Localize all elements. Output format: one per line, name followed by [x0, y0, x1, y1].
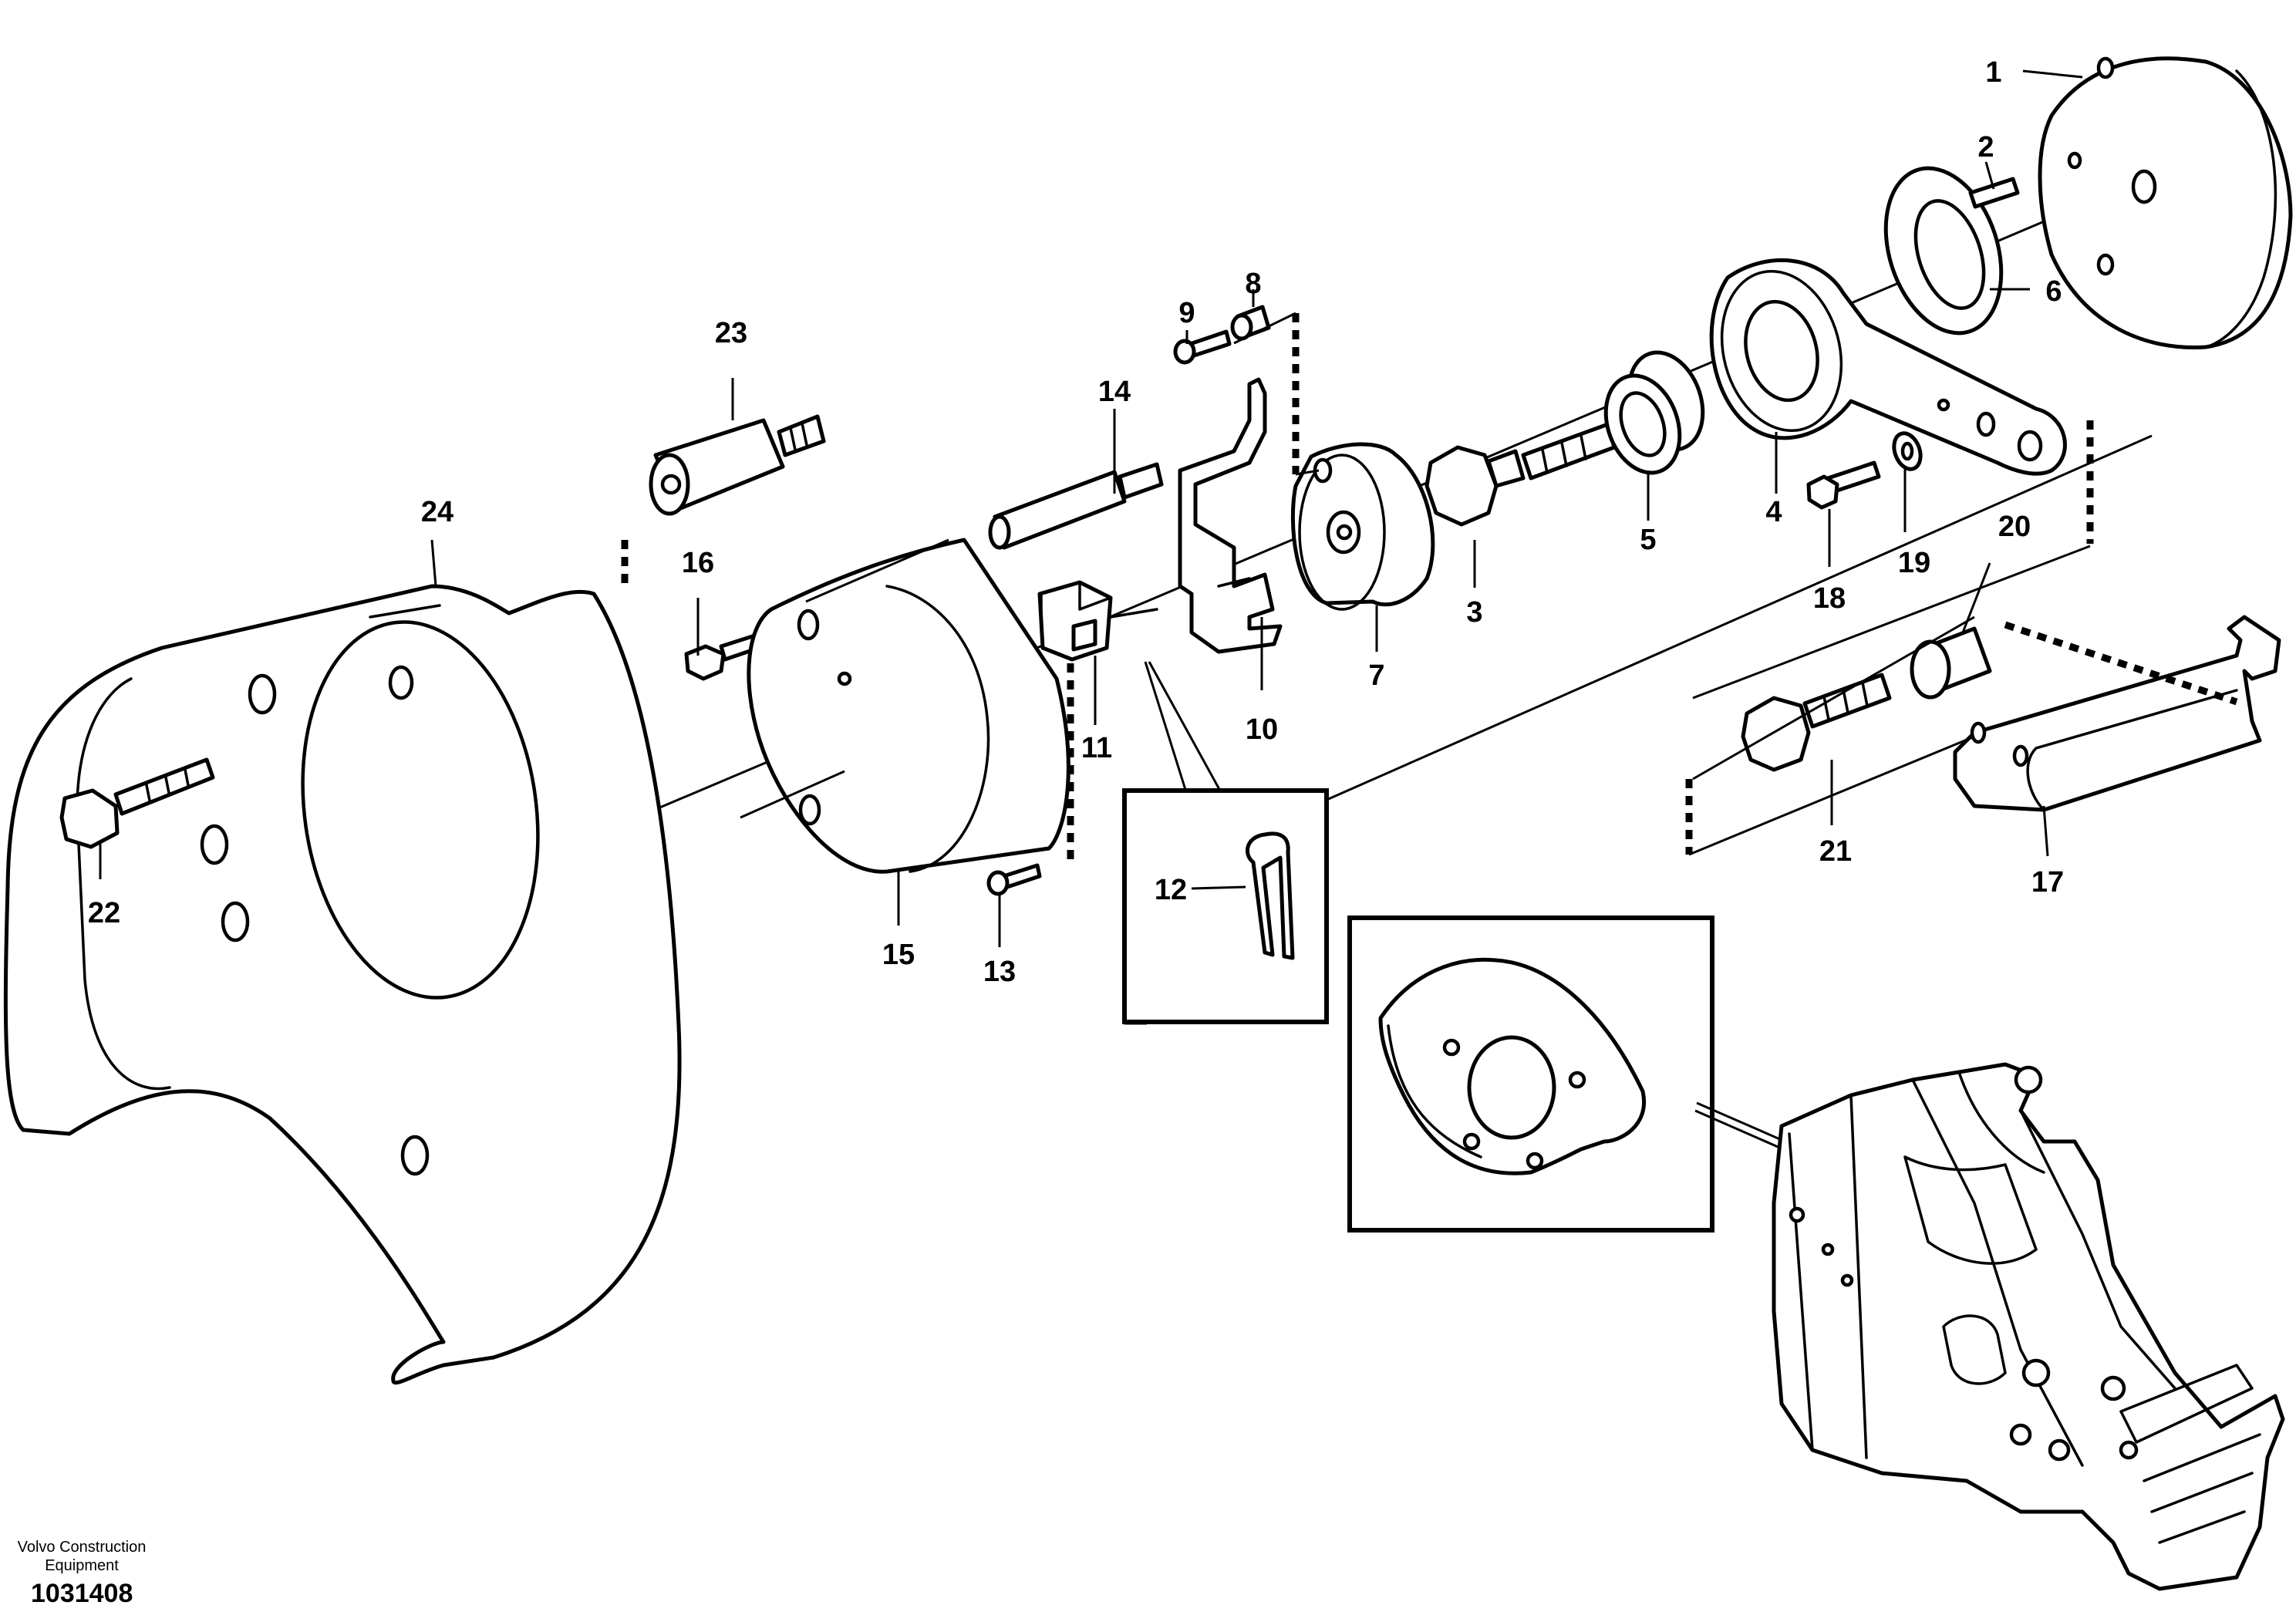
label-22: 22 — [88, 897, 120, 929]
part-3-shaft-bolt — [1424, 422, 1617, 527]
label-8: 8 — [1245, 268, 1261, 300]
part-11-sensor — [1037, 580, 1158, 662]
manufacturer-line-2: Equipment — [45, 1557, 119, 1574]
label-24: 24 — [421, 496, 453, 528]
part-24-cover — [3, 584, 682, 1385]
label-6: 6 — [2045, 275, 2062, 308]
label-23: 23 — [715, 317, 747, 349]
label-20: 20 — [1998, 511, 2031, 543]
document-number: 1031408 — [31, 1579, 133, 1608]
label-16: 16 — [682, 547, 714, 579]
loader-arm-sketch — [1772, 1062, 2285, 1591]
part-19-washer — [1892, 431, 1923, 471]
part-17-u-bracket — [1953, 615, 2281, 812]
label-21: 21 — [1819, 835, 1852, 868]
manufacturer-label: Volvo Construction Equipment — [12, 1538, 151, 1575]
label-12: 12 — [1155, 874, 1187, 906]
label-1: 1 — [1985, 56, 2001, 89]
label-19: 19 — [1898, 547, 1930, 579]
part-7-flange — [1290, 442, 1435, 611]
part-22-bolt — [59, 757, 215, 849]
label-10: 10 — [1246, 713, 1278, 746]
inset-box-12 — [1122, 788, 1329, 1025]
part-15-cylinder-cover — [747, 538, 1070, 874]
part-14-pin — [988, 462, 1164, 550]
label-4: 4 — [1765, 496, 1782, 528]
secondary-axis — [1233, 434, 2153, 842]
label-18: 18 — [1813, 582, 1846, 615]
part-2-dowel — [1968, 177, 2020, 209]
part-10-bracket — [1178, 377, 1283, 654]
part-5-bushing — [1603, 350, 1705, 475]
label-13: 13 — [983, 956, 1016, 988]
manufacturer-line-1: Volvo Construction — [17, 1539, 147, 1556]
part-9-screw — [1173, 329, 1232, 365]
label-9: 9 — [1178, 297, 1195, 329]
label-11: 11 — [1081, 732, 1112, 764]
label-7: 7 — [1368, 659, 1384, 692]
label-14: 14 — [1098, 376, 1131, 408]
part-23-spacer — [649, 414, 826, 516]
part-21-bolt — [1741, 673, 1892, 772]
inset-12-pointer-right — [1148, 661, 1222, 793]
part-13-screw — [986, 863, 1042, 896]
label-leaders — [99, 69, 2083, 947]
part-labels: 1 2 3 4 5 6 7 8 9 10 11 12 13 14 15 16 1… — [88, 56, 2064, 988]
location-inset — [1347, 916, 1714, 1233]
label-3: 3 — [1466, 596, 1482, 629]
dashed-guide-lines — [621, 313, 2238, 864]
label-15: 15 — [882, 939, 915, 971]
part-4-bearing-arm — [1709, 258, 2067, 476]
label-2: 2 — [1977, 131, 1994, 164]
part-1-disc — [2038, 56, 2293, 349]
part-18-bolt — [1806, 460, 1881, 510]
inset-12-pointer-left — [1144, 661, 1188, 793]
label-17: 17 — [2031, 866, 2064, 899]
part-20-sleeve — [1910, 626, 1992, 700]
part-6-washer — [1883, 166, 2004, 336]
label-5: 5 — [1640, 524, 1656, 556]
